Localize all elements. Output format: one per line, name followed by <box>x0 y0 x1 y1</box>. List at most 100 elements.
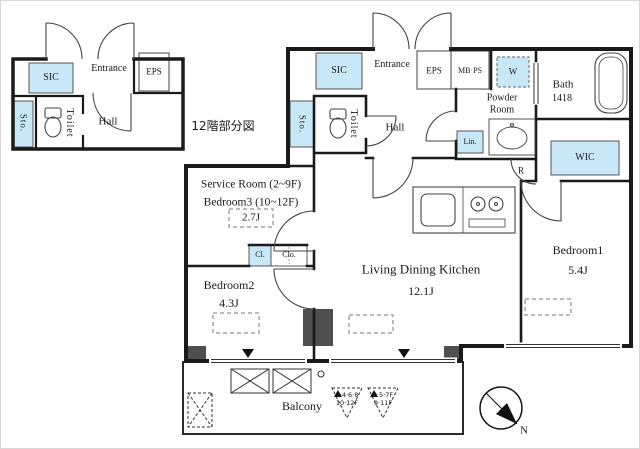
service-room-door <box>273 210 315 252</box>
toilet-icon <box>329 117 347 139</box>
inset-entrance-door-left <box>45 22 83 60</box>
kitchen-counter-icon <box>412 186 516 234</box>
ldk-size-label: 12.1J <box>408 284 434 298</box>
inset-sic-label: SIC <box>43 72 59 83</box>
inset-toilet-icon <box>44 116 62 138</box>
ac-floors-note-a: 2·4·6·8 10·12F <box>335 391 359 408</box>
main-outer-walls <box>184 47 633 363</box>
entrance-door-right <box>414 12 452 50</box>
bath-sliding-door <box>533 63 539 104</box>
storage-label: Sto. <box>297 114 308 134</box>
service-room-label: Service Room (2~9F) <box>200 178 302 191</box>
ac-unit-box <box>272 368 312 394</box>
door-arcs <box>45 12 562 310</box>
sic-area <box>315 52 363 90</box>
compass-circle <box>479 386 523 430</box>
balcony-label: Balcony <box>282 399 322 413</box>
storage-area <box>289 100 315 148</box>
column <box>186 346 206 361</box>
entrance-label: Entrance <box>374 59 410 70</box>
furniture-outline <box>212 312 260 334</box>
sleeve-markers <box>242 349 410 358</box>
powder-room-label: Powder Room <box>486 92 518 116</box>
linen-label: Lin. <box>463 137 477 146</box>
main-interior-walls <box>184 47 633 363</box>
entrance-door-left <box>372 12 410 50</box>
eps-box <box>416 50 452 90</box>
bedroom3-size-label: 2.7J <box>241 211 261 224</box>
inset-sic-area <box>28 62 74 94</box>
closet-small-label: Cl. <box>255 250 265 259</box>
inset-entrance-label: Entrance <box>91 63 127 74</box>
bedroom3-label: Bedroom3 (10~12F) <box>203 196 299 209</box>
fridge-space-arc <box>510 158 537 185</box>
structural-columns <box>186 309 461 361</box>
stove-burner-icon <box>470 196 486 212</box>
bath-label: Bath <box>552 78 574 91</box>
balcony-items <box>187 368 399 428</box>
furniture-outlines <box>212 208 572 334</box>
ldk-label: Living Dining Kitchen <box>361 261 481 277</box>
inset-hall-label: Hall <box>98 115 118 128</box>
stove-burner-center <box>475 201 481 207</box>
inset-hall-door <box>92 92 132 132</box>
closet-label: Clo. <box>282 250 296 259</box>
vanity-sink-icon <box>496 126 528 150</box>
ac-floors-note-a-line1: 2·4·6·8 <box>335 391 359 400</box>
drain-icon <box>317 370 325 378</box>
mbps-label: MB·PS <box>457 66 483 75</box>
balcony-railing <box>182 361 464 435</box>
partition-cross <box>187 392 213 428</box>
sic-label: SIC <box>331 65 347 76</box>
hall-label: Hall <box>385 121 405 134</box>
wic-label: WIC <box>575 152 595 163</box>
stove-burner-center <box>493 201 499 207</box>
ac-unit-box <box>230 368 270 394</box>
inset-caption: 12階部分図 <box>191 119 255 133</box>
inset-walls <box>11 57 185 151</box>
compass-north-label: N <box>520 424 528 437</box>
bedroom1-label: Bedroom1 <box>552 243 604 257</box>
bathtub-icon <box>594 52 628 114</box>
marker-triangle-icon <box>370 390 378 397</box>
eps-label: EPS <box>426 65 442 76</box>
ac-unit-cross <box>230 368 270 394</box>
bath-size-label: 1418 <box>552 93 572 104</box>
washer-label: W <box>508 66 518 77</box>
inset-toilet-label: Toilet <box>64 108 75 138</box>
furniture-outline <box>228 208 274 228</box>
bedroom1-door <box>520 180 562 222</box>
sleeve-triangle-icon <box>398 349 410 358</box>
vanity-faucet-icon <box>509 122 515 128</box>
shaft-boxes <box>138 50 490 92</box>
furniture-outline <box>348 314 394 334</box>
ldk-door <box>372 157 414 199</box>
column <box>303 309 333 346</box>
powder-door <box>425 110 457 142</box>
toilet-tank <box>329 108 347 120</box>
inset-toilet-tank <box>44 107 62 119</box>
kitchen-sink-icon <box>420 193 456 227</box>
marker-triangle-icon <box>334 390 342 397</box>
ac-floors-note-b: 3·5·7F 9·11F <box>372 391 394 408</box>
stove-grill-icon <box>468 218 506 228</box>
partition-panel <box>187 392 213 428</box>
bedroom2-door <box>273 268 315 310</box>
inset-entrance-door-right <box>97 22 135 60</box>
compass-needle-icon <box>496 403 517 424</box>
washer-area <box>496 56 530 88</box>
ac-position-marker-a <box>331 387 363 420</box>
vanity-icon <box>488 118 536 156</box>
mbps-box <box>450 50 490 90</box>
ac-floors-note-b-line1: 3·5·7F <box>372 391 394 400</box>
highlight-areas <box>12 52 620 267</box>
stove-burner-icon <box>488 196 504 212</box>
bedroom2-label: Bedroom2 <box>203 278 255 292</box>
toilet-door <box>365 115 397 147</box>
compass <box>479 386 523 430</box>
inset-eps-label: EPS <box>146 66 162 77</box>
ac-position-marker-b <box>367 387 399 420</box>
ac-unit-cross <box>272 368 312 394</box>
